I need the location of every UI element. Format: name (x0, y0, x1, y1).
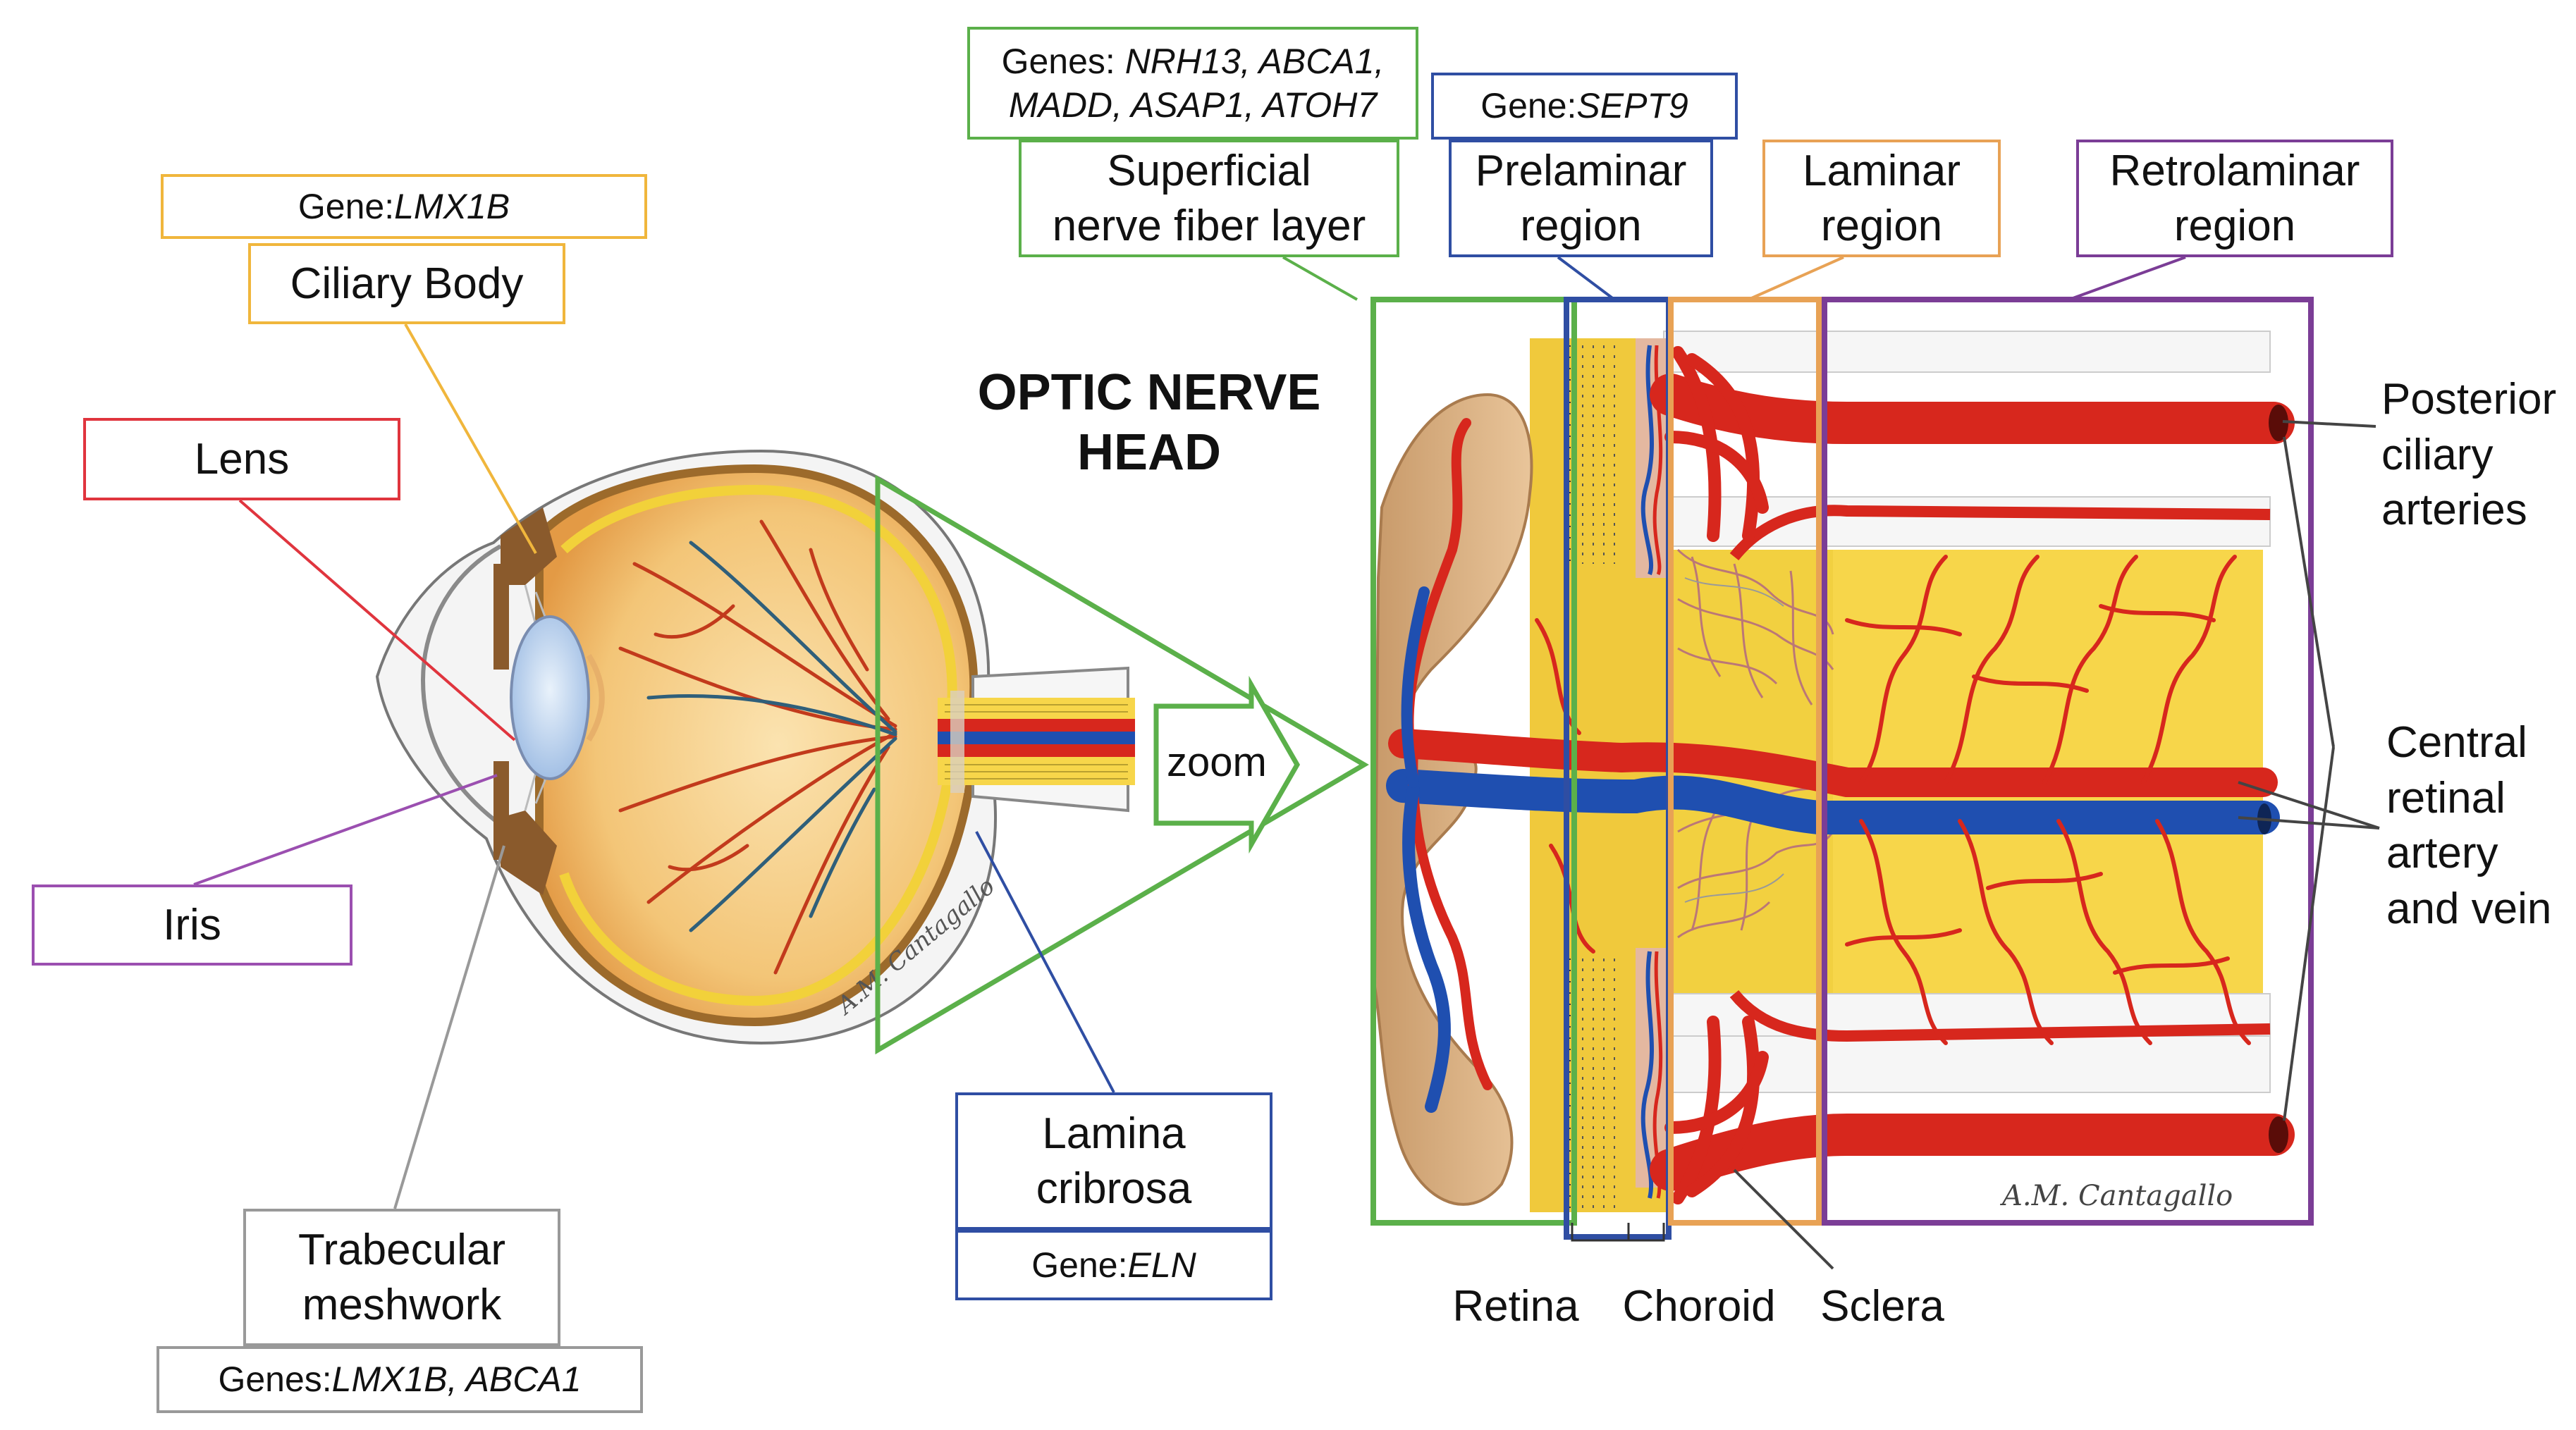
trabecular-gene-name: LMX1B, ABCA1 (331, 1360, 582, 1400)
central-line-1: Central (2386, 718, 2527, 767)
ciliary-body-label: Ciliary Body (248, 243, 565, 324)
prelaminar-gene-prefix: Gene: (1480, 86, 1577, 126)
prelaminar-gene-box: Gene: SEPT9 (1431, 73, 1738, 140)
lamina-cribrosa-label: Lamina cribrosa (955, 1092, 1272, 1230)
onh-cross-section: A.M. Cantagallo (1373, 331, 2295, 1212)
region-box-superficial (1370, 297, 1577, 1226)
central-retinal-artery (1388, 729, 2278, 797)
ciliary-gene-prefix: Gene: (298, 186, 395, 226)
central-line-4: and vein (2386, 884, 2552, 934)
posterior-ciliary-arteries-label: Posterior ciliary arteries (2381, 372, 2572, 538)
laminar-label: Laminar region (1762, 140, 2001, 257)
region-box-laminar (1668, 297, 1822, 1226)
lens-name: Lens (194, 434, 290, 483)
lens-shape (510, 615, 590, 780)
lamina-gene-box: Gene: ELN (955, 1230, 1272, 1300)
retrolaminar-label: Retrolaminar region (2076, 140, 2393, 257)
laminar-line-1: Laminar (1803, 147, 1961, 195)
leader-lines (193, 256, 2380, 1270)
laminar-line-2: region (1820, 201, 1943, 250)
cornea (420, 544, 502, 827)
ciliary-body-gene-box: Gene: LMX1B (161, 174, 647, 239)
posterior-ciliary-artery-bottom (1650, 1114, 2295, 1191)
title-line-1: OPTIC NERVE (977, 364, 1321, 421)
ciliary-body-shape-lower (501, 810, 557, 895)
optic-nerve-bundle (938, 691, 1135, 793)
central-line-3: artery (2386, 829, 2498, 878)
posterior-line-2: ciliary (2381, 430, 2494, 479)
lamina-line-2: cribrosa (1036, 1164, 1192, 1213)
onh-signature: A.M. Cantagallo (1999, 1180, 2233, 1212)
ciliary-body-name: Ciliary Body (290, 259, 524, 308)
trabecular-line-2: meshwork (302, 1280, 502, 1329)
sclera-bottom-label: Sclera (1820, 1282, 1944, 1331)
superficial-gene-line-2: MADD, ASAP1, ATOH7 (1008, 85, 1378, 125)
trabecular-gene-prefix: Genes: (218, 1360, 332, 1400)
posterior-line-3: arteries (2381, 486, 2527, 535)
lamina-gene-prefix: Gene: (1031, 1245, 1128, 1285)
superficial-gene-box: Genes: NRH13, ABCA1, MADD, ASAP1, ATOH7 (967, 27, 1418, 140)
eyeball-drawing: A.M. Cantagallo (375, 449, 1135, 1045)
prelaminar-label: Prelaminar region (1449, 140, 1713, 257)
retrolaminar-line-2: region (2173, 201, 2296, 250)
superficial-gene-prefix: Genes: (1001, 41, 1125, 81)
lamina-gene-name: ELN (1127, 1245, 1196, 1285)
ciliary-gene-name: LMX1B (394, 186, 510, 226)
ciliary-body-shape (501, 507, 557, 585)
retina-layers (1566, 345, 1615, 1212)
superficial-line-1: Superficial (1107, 147, 1311, 195)
zoom-triangle (875, 474, 1369, 1055)
retina-bottom-label: Retina (1452, 1282, 1579, 1331)
trabecular-gene-box: Genes: LMX1B, ABCA1 (157, 1346, 643, 1413)
superficial-line-2: nerve fiber layer (1052, 201, 1366, 250)
superficial-nfl-label: Superficial nerve fiber layer (1019, 140, 1399, 257)
region-box-retrolaminar (1822, 297, 2314, 1226)
choroid-bottom-label: Choroid (1622, 1282, 1776, 1331)
iris-upper (493, 564, 509, 670)
trabecular-line-1: Trabecular (298, 1226, 506, 1274)
posterior-line-1: Posterior (2381, 375, 2557, 424)
zoom-arrow (1153, 675, 1301, 854)
lamina-line-1: Lamina (1042, 1109, 1186, 1158)
prelaminar-line-2: region (1520, 201, 1642, 250)
posterior-ciliary-artery-top (1650, 374, 2295, 444)
central-line-2: retinal (2386, 773, 2506, 822)
prelaminar-line-1: Prelaminar (1475, 147, 1687, 195)
central-retinal-label: Central retinal artery and vein (2386, 715, 2573, 937)
iris-name: Iris (163, 900, 221, 949)
title-line-2: HEAD (1077, 424, 1221, 481)
iris-lower (493, 761, 509, 860)
lens-label: Lens (83, 418, 400, 500)
iris-label: Iris (32, 884, 352, 966)
diagram-title: OPTIC NERVE HEAD (945, 363, 1354, 483)
retrolaminar-line-1: Retrolaminar (2109, 147, 2360, 195)
zoom-label: zoom (1167, 739, 1267, 785)
trabecular-meshwork-label: Trabecular meshwork (243, 1209, 560, 1346)
prelaminar-gene-name: SEPT9 (1576, 86, 1688, 126)
superficial-gene-line-1: NRH13, ABCA1, (1124, 41, 1385, 81)
central-retinal-vein (1386, 769, 2280, 834)
